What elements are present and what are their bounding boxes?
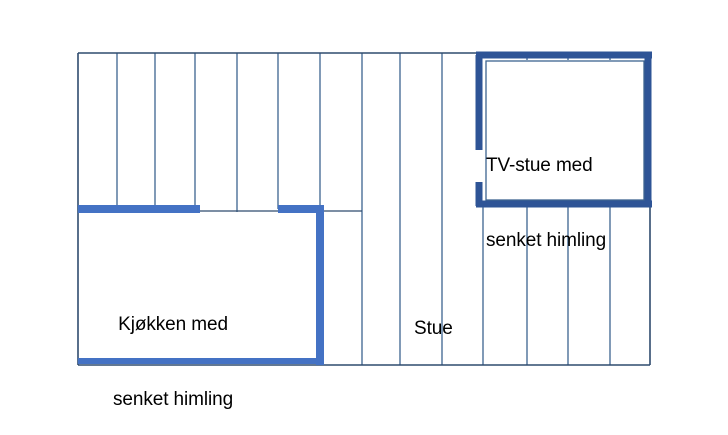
room-label-stue: Stue <box>414 266 453 391</box>
room-label-kjokken-line2: senket himling <box>113 389 234 410</box>
room-label-tvstue: TV-stue med senket himling <box>486 103 606 303</box>
tvroom-inner-outline <box>485 60 645 201</box>
room-label-kjokken-line1: Kjøkken med <box>118 314 228 335</box>
room-label-tvstue-line1: TV-stue med <box>486 155 593 176</box>
tvroom-walls <box>475 51 652 208</box>
room-label-stue-line1: Stue <box>414 318 453 339</box>
kitchen-walls <box>78 205 324 365</box>
ceiling-joist-lines <box>116 53 611 365</box>
room-label-tvstue-line2: senket himling <box>486 230 607 251</box>
room-label-kjokken: Kjøkken med senket himling <box>113 262 233 435</box>
